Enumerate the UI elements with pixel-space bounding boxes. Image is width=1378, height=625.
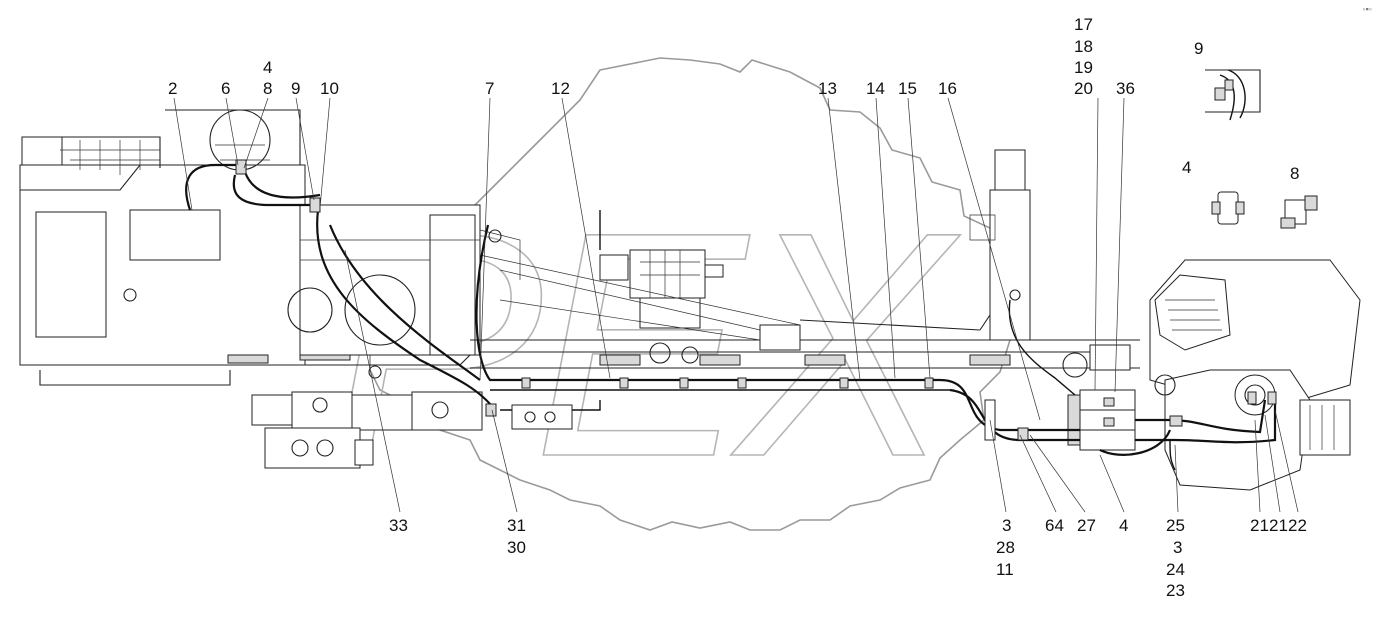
callout-6: 6 (221, 79, 230, 98)
clamp (619, 377, 629, 389)
valve-port (1103, 417, 1115, 427)
right-gearbox-assembly (1149, 259, 1361, 491)
valve-section (1079, 429, 1136, 451)
detail-9-fitting (1224, 79, 1234, 91)
fitting (1017, 427, 1029, 441)
callout-13: 13 (818, 79, 837, 98)
flange (354, 439, 374, 466)
callout-17: 17 (1074, 15, 1093, 34)
callout-15: 15 (898, 79, 917, 98)
corner-mark: ◦▪◦ (1362, 4, 1372, 14)
callout-31: 31 (507, 516, 526, 535)
detail-8-elbow (1280, 195, 1318, 229)
cover (1154, 274, 1231, 351)
fitting (1247, 391, 1257, 405)
cross-member (129, 209, 221, 261)
detail-9-fitting (1214, 87, 1226, 101)
callout-4: 4 (263, 58, 272, 77)
pump-unit (251, 394, 293, 426)
callout-25: 25 (1166, 516, 1185, 535)
callout-10: 10 (320, 79, 339, 98)
callout-30: 30 (507, 538, 526, 557)
callout-16: 16 (938, 79, 957, 98)
clamp (737, 377, 747, 389)
tank-box (1089, 344, 1131, 371)
callout-9-detail: 9 (1194, 39, 1203, 58)
callout-22: 22 (1288, 516, 1307, 535)
valve-block (629, 249, 706, 299)
pump-unit (291, 391, 353, 429)
callout-8: 8 (263, 79, 272, 98)
bracket (21, 136, 63, 166)
valve-fitting (704, 264, 724, 278)
leader-lines (173, 97, 1299, 513)
small-valve (511, 404, 573, 430)
callout-labels: 2 6 4 8 9 10 7 12 13 14 15 16 17 18 19 2… (168, 15, 1307, 600)
callout-12: 12 (551, 79, 570, 98)
pad (804, 354, 846, 366)
callout-7: 7 (485, 79, 494, 98)
callout-19: 19 (1074, 58, 1093, 77)
tower (994, 149, 1026, 191)
detail-9-frame (1205, 69, 1261, 113)
callout-4-detail: 4 (1182, 158, 1191, 177)
detail-views (1205, 69, 1318, 229)
callout-23: 23 (1166, 581, 1185, 600)
valve-port (1103, 397, 1115, 407)
fitting (1267, 391, 1277, 405)
callout-4-bottom: 4 (1119, 516, 1128, 535)
callout-11: 11 (996, 560, 1014, 579)
bracket (759, 324, 801, 351)
pad (969, 354, 1011, 366)
callout-21-b: 21 (1269, 516, 1288, 535)
valve-base (639, 297, 701, 329)
pad (699, 354, 741, 366)
clamp (924, 377, 934, 389)
clamp (679, 377, 689, 389)
callout-64: 64 (1045, 516, 1064, 535)
callout-3-bottom: 3 (1173, 538, 1182, 557)
callout-18: 18 (1074, 37, 1093, 56)
callout-36: 36 (1116, 79, 1135, 98)
left-frame-assembly (19, 109, 521, 386)
callout-21-a: 21 (1250, 516, 1269, 535)
callout-9: 9 (291, 79, 300, 98)
valve-end (1067, 394, 1081, 446)
fitting (1169, 415, 1183, 427)
callout-28: 28 (996, 538, 1015, 557)
central-valve-block (599, 249, 724, 364)
pad (599, 354, 641, 366)
callout-20: 20 (1074, 79, 1093, 98)
callout-24: 24 (1166, 560, 1185, 579)
fitting (485, 403, 497, 417)
fitting (235, 159, 247, 175)
pump-unit (411, 391, 483, 431)
callout-27: 27 (1077, 516, 1096, 535)
valve-fitting (599, 254, 629, 281)
frame-panel (35, 211, 107, 338)
callout-14: 14 (866, 79, 885, 98)
hub (1299, 399, 1351, 456)
clamp (521, 377, 531, 389)
callout-33: 33 (389, 516, 408, 535)
pump-group (251, 391, 483, 469)
callout-2: 2 (168, 79, 177, 98)
control-valve-stack (1067, 389, 1136, 451)
fitting (309, 197, 321, 213)
pad (227, 354, 269, 364)
plate (429, 214, 476, 356)
detail-4-fitting (1211, 191, 1245, 225)
clamp (839, 377, 849, 389)
callout-8-detail: 8 (1290, 164, 1299, 183)
gearbox (264, 427, 361, 469)
callout-3: 3 (1002, 516, 1011, 535)
